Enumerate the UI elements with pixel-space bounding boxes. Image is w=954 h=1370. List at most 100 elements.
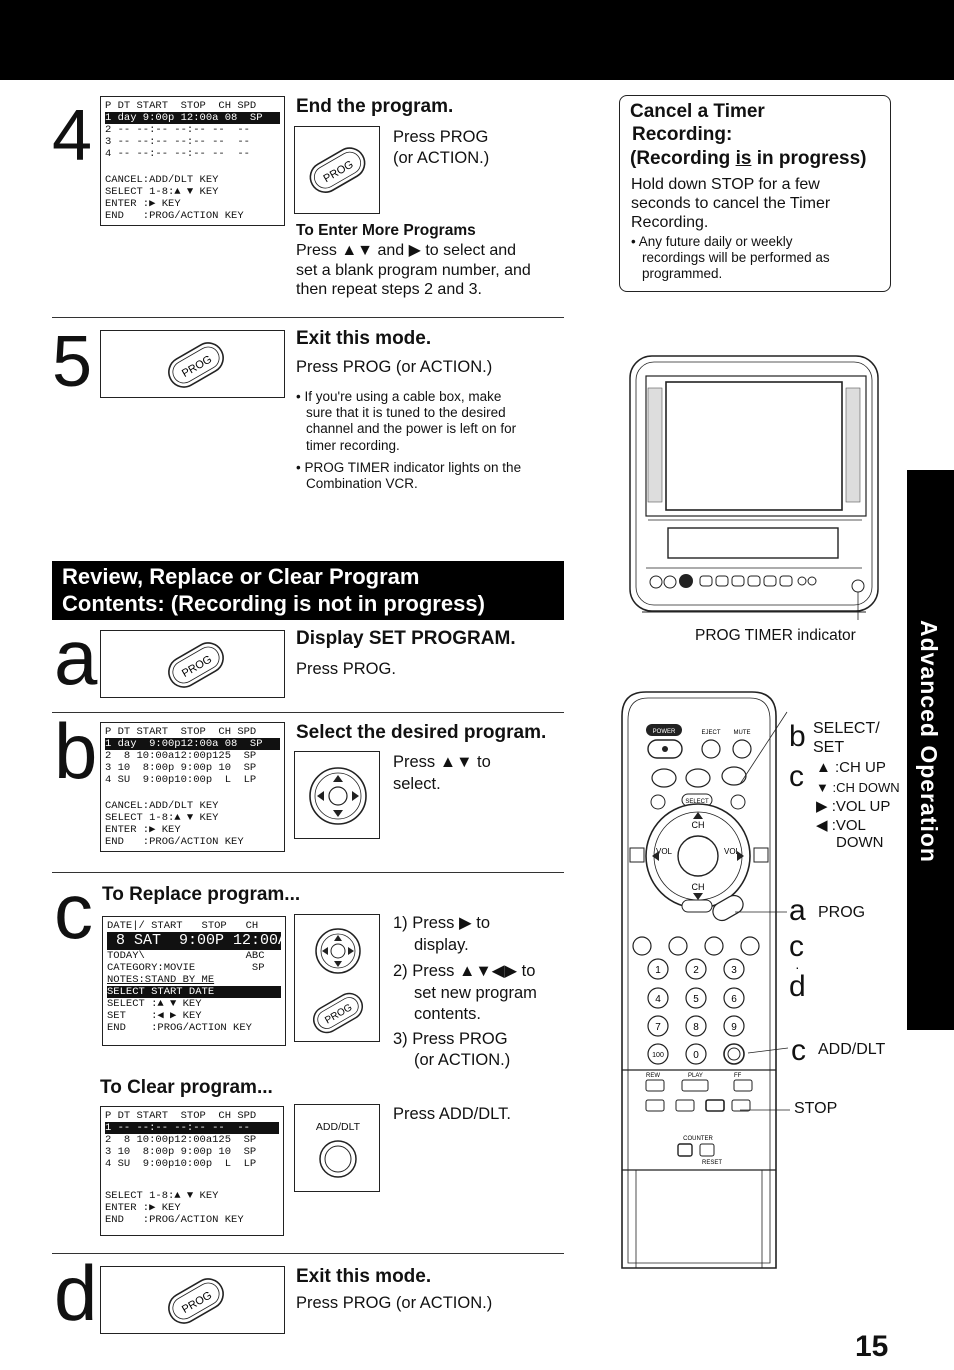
direction-pad-icon [309, 767, 367, 825]
step-letter-d: d [789, 970, 806, 1003]
section-banner: Review, Replace or Clear Program Content… [52, 561, 564, 620]
screen-key-hint: ENTER :▶ KEY [105, 824, 181, 836]
body-text: Hold down STOP for a few [631, 176, 820, 193]
tv-vcr-illustration [622, 350, 884, 630]
remote-label: STOP [794, 1100, 838, 1117]
step-letter-c: c [789, 760, 804, 793]
svg-text:VOL: VOL [724, 847, 741, 856]
bullet-note: Combination VCR. [306, 476, 418, 491]
header-bar [0, 0, 954, 80]
page-number: 15 [855, 1330, 889, 1363]
step-title: Exit this mode. [296, 1266, 432, 1287]
direction-pad-icon: PROG [312, 928, 364, 1034]
prog-button-icon: PROG [168, 1278, 224, 1324]
screen-row: 3 -- --:-- --:-- -- -- [105, 136, 250, 148]
bullet-note: programmed. [642, 266, 723, 281]
svg-text:8: 8 [693, 1022, 699, 1033]
svg-text:CH: CH [692, 882, 705, 892]
remote-label: ▼ :CH DOWN [816, 780, 900, 795]
remote-label: SELECT/ [813, 720, 880, 737]
bullet-note: • If you're using a cable box, make [296, 389, 502, 404]
bullet-note: • PROG TIMER indicator lights on the [296, 460, 522, 475]
remote-label: ▲ :CH UP [816, 759, 886, 776]
instruction-text: Press PROG (or ACTION.) [296, 358, 493, 376]
instruction-text: (or ACTION.) [393, 149, 490, 167]
screen-key-hint: SET :◀ ▶ KEY [107, 1010, 202, 1022]
divider [52, 872, 564, 873]
add-dlt-button-illustration: ADD/DLT [294, 1104, 380, 1192]
remote-label: ◀ :VOL [816, 817, 866, 834]
button-label: ADD/DLT [315, 1121, 361, 1133]
svg-text:100: 100 [652, 1052, 664, 1059]
body-text: seconds to cancel the Timer [631, 195, 831, 212]
divider [52, 1253, 564, 1254]
instruction-text: Press PROG [393, 128, 489, 146]
screen-row: 2 8 10:00p12:00a125 SP [105, 1134, 257, 1146]
instruction-text: Press PROG. [296, 660, 396, 678]
screen-row: 2 8 10:00a12:00p125 SP [105, 750, 257, 762]
svg-text:3: 3 [731, 965, 737, 976]
instruction-text: 3) Press PROG [393, 1030, 508, 1048]
step-letter: d [54, 1249, 98, 1337]
step-title: Select the desired program. [296, 722, 547, 743]
bullet-note: timer recording. [306, 438, 400, 453]
instruction-text: set new program [414, 984, 537, 1002]
svg-text:SELECT: SELECT [685, 799, 709, 805]
remote-label: ADD/DLT [818, 1041, 886, 1058]
prog-button-illustration: PROG [100, 630, 285, 698]
screen-row: 1 -- --:-- --:-- -- -- [105, 1122, 279, 1134]
bullet-note: sure that it is tuned to the desired [306, 405, 506, 420]
side-tab-label: Advanced Operation [916, 620, 942, 863]
svg-text:MUTE: MUTE [734, 730, 751, 736]
leader-lines [735, 711, 790, 1111]
remote-label: DOWN [836, 834, 884, 851]
svg-text:0: 0 [693, 1050, 699, 1061]
screen-header: P DT START STOP CH SPD [105, 1110, 257, 1122]
instruction-text: 2) Press ▲▼◀▶ to [393, 962, 536, 980]
prog-timer-indicator-label: PROG TIMER indicator [695, 627, 856, 644]
side-tab: Advanced Operation [907, 470, 954, 1030]
screen-key-hint: SELECT 1-8:▲ ▼ KEY [105, 812, 219, 824]
instruction-text: select. [393, 775, 441, 793]
banner-line: Review, Replace or Clear Program [62, 564, 420, 589]
svg-text:RESET: RESET [702, 1160, 722, 1166]
instruction-text: Press ADD/DLT. [393, 1105, 511, 1123]
subheading: To Clear program... [100, 1077, 273, 1098]
screen-row: 1 day 9:00p 12:00a 08 SP [105, 112, 280, 124]
instruction-text: display. [414, 936, 469, 954]
screen-key-hint: END :PROG/ACTION KEY [105, 210, 244, 222]
svg-text:2: 2 [693, 965, 699, 976]
step-letter-a: a [789, 894, 806, 927]
screen-key-hint: CANCEL:ADD/DLT KEY [105, 174, 219, 186]
subheading: To Enter More Programs [296, 222, 476, 239]
svg-text:REW: REW [646, 1073, 660, 1079]
svg-text:9: 9 [731, 1022, 737, 1033]
screen-key-hint: SELECT 1-8:▲ ▼ KEY [105, 186, 219, 198]
svg-text:6: 6 [731, 994, 737, 1005]
screen-row: TODAY\ ABC [107, 950, 265, 962]
svg-text:1: 1 [655, 965, 661, 976]
svg-text:POWER: POWER [653, 729, 676, 735]
svg-text:FF: FF [734, 1073, 742, 1079]
remote-icon: POWER EJECT MUTE SELECT CH CH VOL VOL [621, 691, 777, 1269]
instruction-text: Press ▲▼ to [393, 753, 491, 771]
tv-icon [629, 355, 879, 630]
screen-row: 2 -- --:-- --:-- -- -- [105, 124, 250, 136]
svg-text:VOL: VOL [656, 847, 673, 856]
screen-header: P DT START STOP CH SPD [105, 726, 257, 738]
screen-header: P DT START STOP CH SPD [105, 100, 257, 112]
screen-key-hint: END :PROG/ACTION KEY [105, 1214, 244, 1226]
prog-button-illustration: PROG [294, 126, 380, 214]
program-screen: DATE|/ START STOP CH 8 SAT 9:00P 12:00A … [102, 916, 286, 1046]
svg-text:CH: CH [692, 820, 705, 830]
banner-line: Contents: (Recording is not in progress) [62, 591, 485, 616]
svg-text:4: 4 [655, 994, 661, 1005]
screen-row: 4 SU 9:00p10:00p L LP [105, 1158, 257, 1170]
buttons-illustration: PROG [294, 914, 380, 1042]
screen-row: CATEGORY:MOVIE SP [107, 962, 265, 974]
prog-button-icon: PROG [168, 642, 224, 688]
body-text: then repeat steps 2 and 3. [296, 281, 482, 298]
svg-text:COUNTER: COUNTER [683, 1136, 713, 1142]
